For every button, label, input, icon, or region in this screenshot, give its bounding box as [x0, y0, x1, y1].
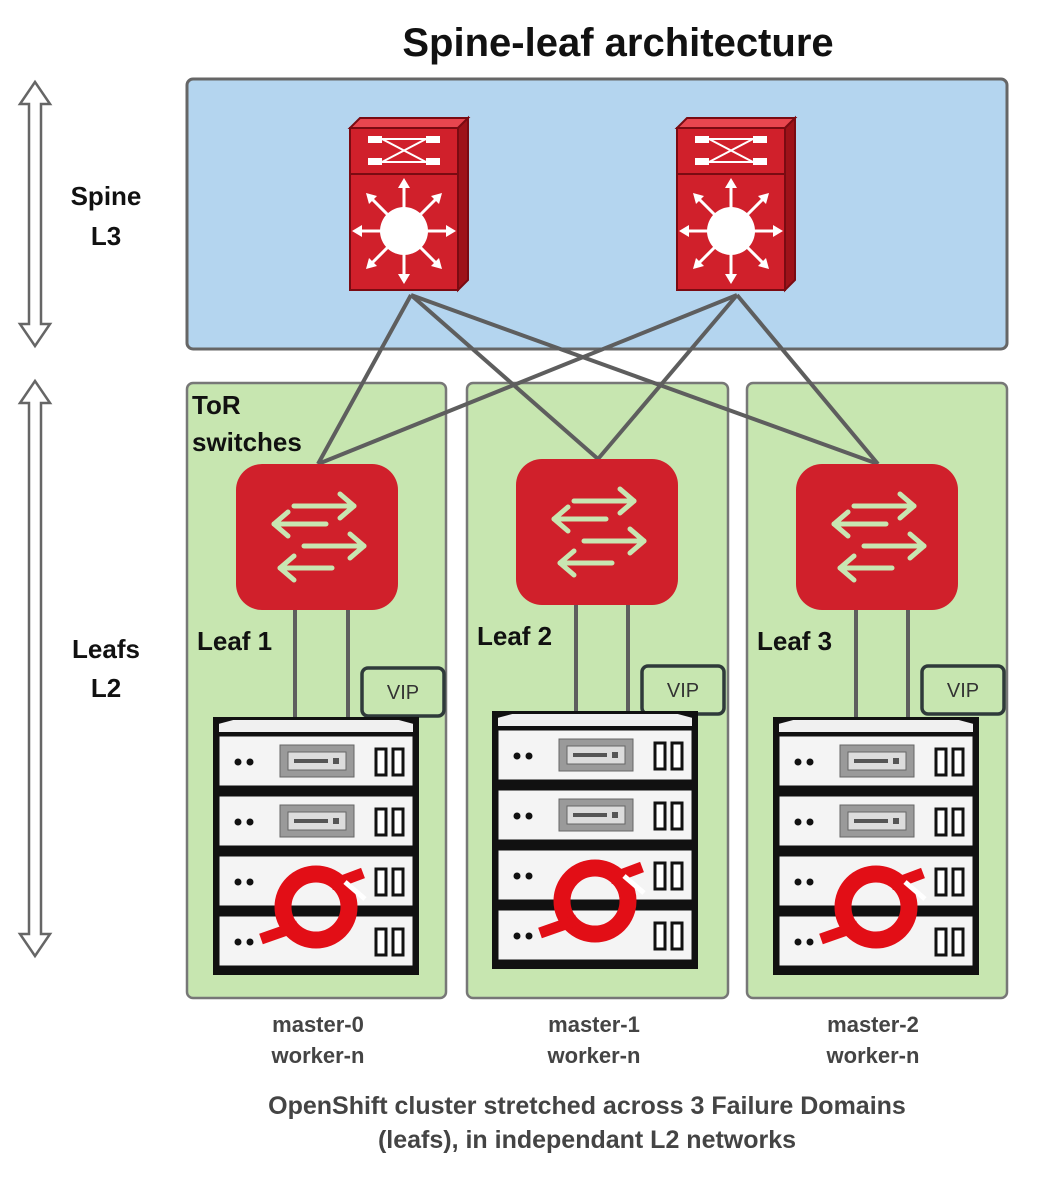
tor-label-sub: switches [192, 427, 302, 457]
leaf-2-vip-text: VIP [667, 680, 699, 702]
leaf-2-master-label: master-1 [548, 1012, 640, 1037]
leaf-3-vip-text: VIP [947, 680, 979, 702]
leaf-3-switch-icon [796, 464, 958, 610]
leaf-1-switch-icon [236, 464, 398, 610]
leaf-1-worker-label: worker-n [271, 1043, 365, 1068]
spine-layer-double-arrow [17, 79, 53, 349]
spine-leaf-links [316, 293, 880, 466]
leaf-3-vip-badge [920, 664, 1006, 716]
leaf-3-master-label: master-2 [827, 1012, 919, 1037]
diagram-title: Spine-leaf architecture [402, 21, 833, 65]
spine-region [185, 77, 1009, 351]
leaf-2-switch-icon [516, 459, 678, 605]
leaf-2-server-rack-icon [492, 711, 698, 969]
leaf-1-label: Leaf 1 [197, 626, 272, 656]
leaf-1-server-rack-icon [213, 717, 419, 975]
spine-layer-sublabel: L3 [91, 221, 121, 251]
leaf-3-label: Leaf 3 [757, 626, 832, 656]
leaf-1-vip-badge [360, 666, 446, 718]
leaf-2-label: Leaf 2 [477, 621, 552, 651]
leaf-layer-double-arrow [17, 378, 53, 959]
leaf-3-worker-label: worker-n [826, 1043, 920, 1068]
spine-layer-label: Spine [71, 181, 142, 211]
leaf-layer-label: Leafs [72, 634, 140, 664]
leaf-1-master-label: master-0 [272, 1012, 364, 1037]
spine-switch-2-icon [675, 116, 797, 292]
leaf-3-server-rack-icon [773, 717, 979, 975]
caption-line-1: OpenShift cluster stretched across 3 Fai… [268, 1092, 906, 1120]
tor-label: ToR [192, 390, 241, 420]
leaf-2-worker-label: worker-n [547, 1043, 641, 1068]
leaf-layer-sublabel: L2 [91, 673, 121, 703]
spine-switch-1-icon [348, 116, 470, 292]
caption-line-2: (leafs), in independant L2 networks [378, 1126, 796, 1154]
leaf-1-vip-text: VIP [387, 682, 419, 704]
